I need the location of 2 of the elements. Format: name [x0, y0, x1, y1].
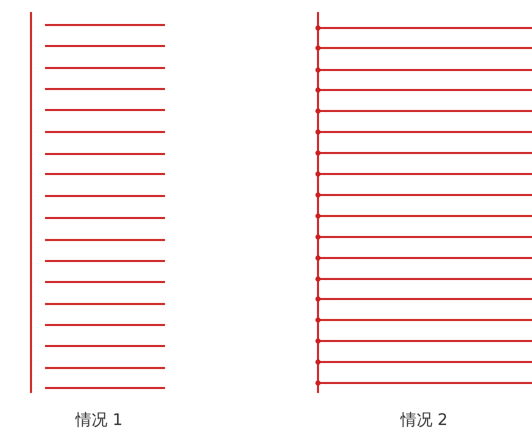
panel-caption: 情况 2 [400, 410, 448, 431]
panel-caption: 情况 1 [75, 410, 123, 431]
